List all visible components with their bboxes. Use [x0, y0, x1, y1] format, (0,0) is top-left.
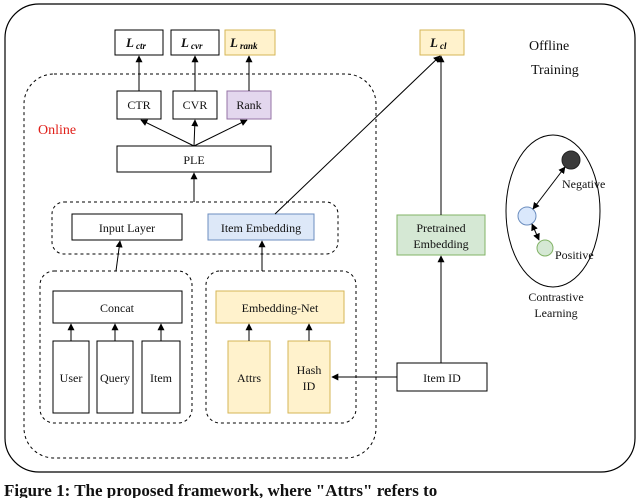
- offline-label: Offline: [529, 39, 569, 54]
- hash-id-label: ID: [303, 379, 316, 393]
- embedding-net-box: Embedding-Net: [215, 290, 345, 324]
- concat-label: Concat: [100, 301, 135, 315]
- cvr-tower-label: CVR: [183, 98, 208, 112]
- loss-rank-sub: rank: [240, 41, 258, 51]
- query-feature-box: Query: [96, 340, 134, 414]
- user-feature-box: User: [52, 340, 90, 414]
- loss-cl-main: L: [429, 35, 438, 50]
- positive-node: [536, 239, 554, 257]
- loss-ctr-sub: ctr: [136, 41, 146, 51]
- attrs-box: Attrs: [227, 340, 271, 414]
- anchor-node: [517, 206, 537, 226]
- contrastive-ellipse: [505, 134, 601, 288]
- query-feature-label: Query: [100, 371, 130, 385]
- ctr-tower: CTR: [116, 90, 162, 120]
- loss-cl: L cl: [419, 29, 465, 56]
- input-layer-box: Input Layer: [71, 213, 183, 241]
- cvr-tower: CVR: [172, 90, 218, 120]
- user-feature-label: User: [60, 371, 83, 385]
- attrs-label: Attrs: [237, 371, 261, 385]
- negative-label: Negative: [562, 177, 605, 191]
- embedding-net-label: Embedding-Net: [242, 301, 319, 315]
- figure-caption: Figure 1: The proposed framework, where …: [4, 481, 437, 498]
- ple-label: PLE: [183, 153, 204, 167]
- training-label: Training: [531, 63, 579, 78]
- positive-label: Positive: [555, 248, 594, 262]
- contrastive-label: Contrastive: [528, 290, 583, 304]
- item-id-label: Item ID: [423, 371, 461, 385]
- item-feature-label: Item: [150, 371, 173, 385]
- loss-cvr-sub: cvr: [191, 41, 203, 51]
- loss-rank-main: L: [229, 35, 238, 50]
- concat-box: Concat: [52, 290, 183, 324]
- input-layer-label: Input Layer: [99, 221, 155, 235]
- online-region: [23, 73, 377, 459]
- loss-ctr-main: L: [125, 35, 134, 50]
- learning-label: Learning: [534, 306, 577, 320]
- loss-cl-sub: cl: [440, 41, 447, 51]
- arrows: [67, 55, 445, 381]
- item-embedding-label: Item Embedding: [221, 221, 301, 235]
- embedding-label: Embedding: [413, 237, 468, 251]
- input-region: [51, 201, 339, 255]
- item-feature-box: Item: [141, 340, 181, 414]
- loss-ctr: L ctr: [114, 29, 164, 56]
- loss-cvr: L cvr: [170, 29, 220, 56]
- outer-frame: [4, 3, 636, 473]
- item-id-box: Item ID: [396, 362, 488, 392]
- pretrained-label: Pretrained: [416, 221, 465, 235]
- embedding-region: [205, 270, 357, 424]
- rank-tower-label: Rank: [236, 98, 261, 112]
- pretrained-embedding-box: Pretrained Embedding: [396, 214, 486, 256]
- negative-node: [561, 150, 581, 170]
- ple-box: PLE: [116, 145, 272, 173]
- loss-cvr-main: L: [180, 35, 189, 50]
- online-label: Online: [38, 123, 76, 138]
- rank-tower: Rank: [226, 90, 272, 120]
- negative-link: [532, 166, 566, 210]
- hash-id-box: Hash ID: [287, 340, 331, 414]
- loss-rank: L rank: [224, 29, 276, 56]
- ctr-tower-label: CTR: [127, 98, 150, 112]
- hash-label: Hash: [297, 363, 322, 377]
- item-embedding-box: Item Embedding: [207, 213, 315, 241]
- positive-link: [531, 223, 540, 241]
